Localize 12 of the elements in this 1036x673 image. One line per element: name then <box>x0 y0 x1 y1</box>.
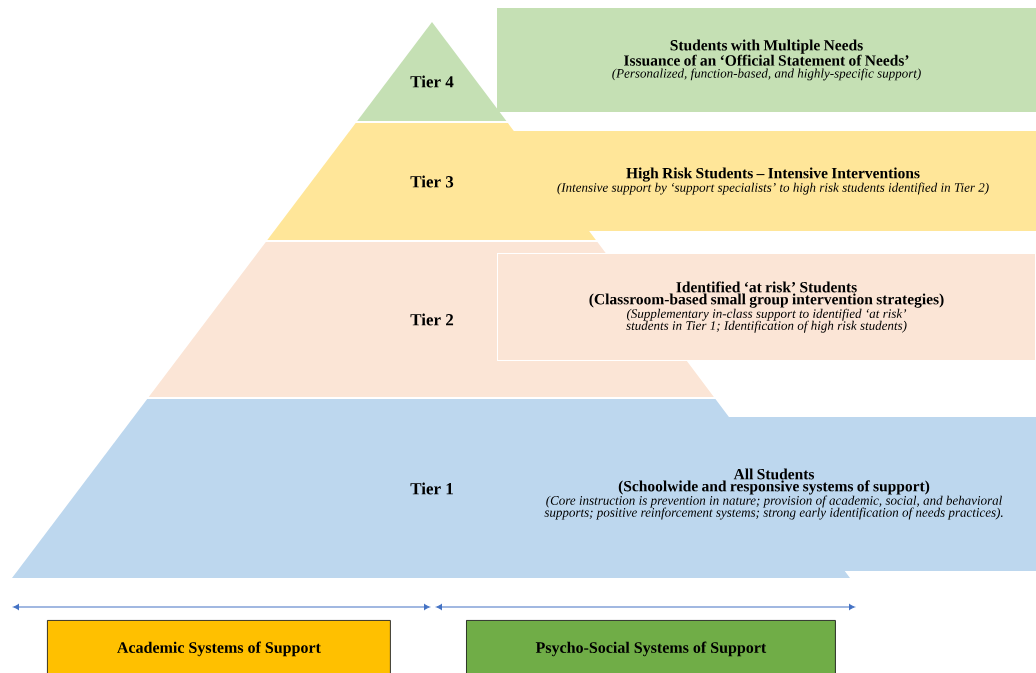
node-label: Tier 4 <box>410 75 454 88</box>
category-box: Academic Systems of Support <box>47 620 391 673</box>
description-box: High Risk Students – Intensive Interventions (Intensive support by ‘support specialists’ to high risk students identified in Tier 2) <box>510 131 1036 231</box>
node-label: Tier 1 <box>410 482 453 495</box>
description-box: Identified ‘at risk’ Students (Classroom-based small group intervention strategies) (Supplementary in-class support to identified ‘at risk’ students in Tier 1; Identification of high risk students) <box>497 253 1036 361</box>
pyramid-tier: Tier 4 <box>357 22 507 121</box>
node-label: High Risk Students – Intensive Interventions <box>626 167 920 182</box>
node-label: Tier 2 <box>410 313 454 326</box>
node-label: All Students <box>733 468 815 480</box>
category-box: Psycho-Social Systems of Support <box>466 620 836 673</box>
description-box: All Students (Schoolwide and responsive systems of support) (Core instruction is prevention in nature; provision of academic, social, and behavioral supports; positive reinforcement systems; strong early identification of needs practices). <box>512 417 1036 571</box>
node-label: Tier 3 <box>410 175 454 188</box>
